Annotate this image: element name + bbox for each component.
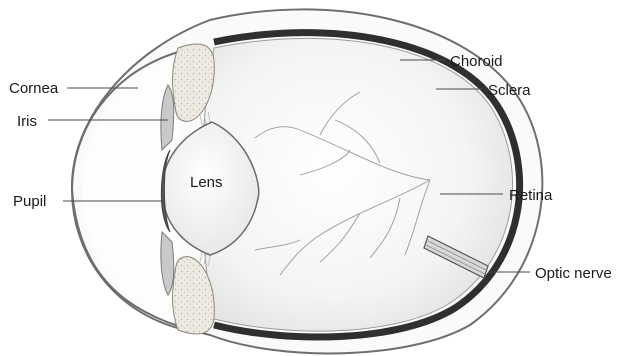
optic-nerve-label: Optic nerve: [535, 265, 612, 282]
pupil-label: Pupil: [13, 193, 46, 210]
choroid-label: Choroid: [450, 53, 503, 70]
cornea-label: Cornea: [9, 80, 59, 97]
lens-label: Lens: [190, 174, 223, 191]
iris-label: Iris: [17, 113, 37, 130]
retina-label: Retina: [509, 187, 553, 204]
sclera-label: Sclera: [488, 82, 531, 99]
